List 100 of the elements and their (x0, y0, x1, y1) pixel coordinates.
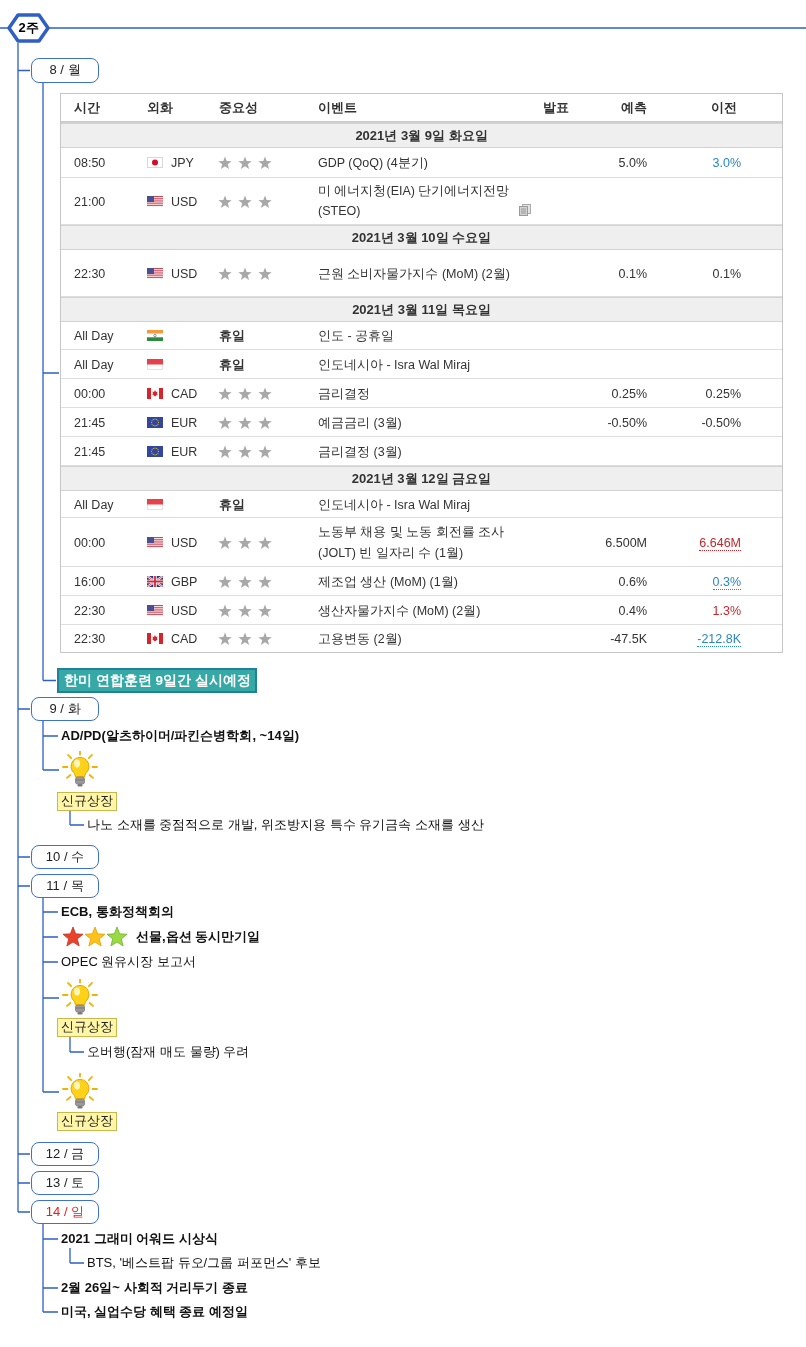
event-text: GDP (QoQ) (4분기) (318, 156, 428, 170)
lightbulb-icon (60, 979, 100, 1017)
column-header: 예측 (621, 100, 647, 115)
time-text: 22:30 (74, 632, 106, 646)
time-text: 00:00 (74, 386, 106, 401)
forecast-value: 0.6% (618, 574, 647, 589)
date-row: 2021년 3월 10일 수요일 (61, 225, 782, 250)
column-header: 중요성 (219, 100, 258, 115)
currency-code: JPY (171, 156, 194, 170)
connector-line (17, 42, 31, 1213)
forecast-value: 5.0% (618, 156, 647, 170)
event-text: 인도 - 공휴일 (318, 329, 395, 343)
lightbulb-icon (60, 1073, 100, 1111)
topic-text: 나노 소재를 중점적으로 개발, 위조방지용 특수 유기금속 소재를 생산 (85, 816, 484, 834)
forecast-value: 0.1% (618, 266, 647, 281)
event-text: 예금금리 (3월) (318, 415, 402, 430)
currency-code: EUR (171, 415, 198, 430)
currency-code: USD (171, 194, 198, 209)
date-row: 2021년 3월 9일 화요일 (61, 123, 782, 148)
currency-code: USD (171, 535, 198, 550)
previous-value: 0.25% (705, 386, 741, 401)
date-box: 13 / 토 (31, 1171, 99, 1195)
event-text: 생산자물가지수 (MoM) (2월) (318, 603, 481, 618)
forecast-value: 0.25% (611, 386, 647, 401)
connector-line (42, 720, 60, 771)
currency-code: GBP (171, 574, 198, 589)
topic-text: OPEC 원유시장 보고서 (59, 953, 197, 971)
previous-value: 0.3% (712, 574, 741, 590)
column-header: 이벤트 (318, 100, 357, 115)
holiday-label: 휴일 (219, 329, 245, 343)
event-text: 금리결정 (318, 386, 370, 401)
time-text: All Day (74, 329, 114, 343)
connector-line (69, 1036, 85, 1053)
column-header: 발표 (543, 100, 569, 115)
topic-text: 2월 26일~ 사회적 거리두기 종료 (59, 1279, 248, 1297)
event-text: 금리결정 (3월) (318, 444, 402, 459)
topic-text: AD/PD(알츠하이머/파킨슨병학회, ~14일) (59, 727, 299, 745)
previous-value: 1.3% (712, 603, 741, 618)
event-text: 노동부 채용 및 노동 회전률 조사 (JOLT) 빈 일자리 수 (1월) (318, 525, 505, 560)
forecast-value: 0.4% (618, 603, 647, 618)
event-text: 미 에너지청(EIA) 단기에너지전망(STEO) (318, 183, 511, 220)
currency-code: CAD (171, 386, 198, 401)
date-box: 12 / 금 (31, 1142, 99, 1166)
date-box: 9 / 화 (31, 697, 99, 721)
holiday-label: 휴일 (219, 357, 245, 372)
hexagon: 2주 (7, 13, 50, 43)
date-box: 11 / 목 (31, 874, 99, 898)
currency-code: EUR (171, 444, 198, 459)
previous-value: 3.0% (712, 156, 741, 170)
time-text: 21:45 (74, 444, 106, 459)
forecast-value: 6.500M (605, 535, 647, 550)
tag-box: 신규상장 (57, 1018, 117, 1037)
lightbulb-icon (60, 751, 100, 789)
date-row: 2021년 3월 12일 금요일 (61, 466, 782, 491)
currency-code: CAD (171, 632, 198, 646)
connector-line (42, 82, 60, 682)
connector-line (69, 810, 85, 826)
date-box: 14 / 일 (31, 1200, 99, 1224)
column-header: 이전 (711, 100, 737, 115)
previous-value: -0.50% (701, 415, 741, 430)
event-text: 근원 소비자물가지수 (MoM) (2월) (318, 266, 510, 281)
currency-code: USD (171, 603, 198, 618)
column-header: 시간 (74, 100, 100, 115)
topic-text: 2021 그래미 어워드 시상식 (59, 1230, 218, 1248)
connector-line (42, 1223, 59, 1313)
topic-text: BTS, '베스트팝 듀오/그룹 퍼포먼스' 후보 (85, 1254, 321, 1272)
data-table (60, 93, 783, 653)
topic-text: 미국, 실업수당 혜택 종료 예정일 (59, 1303, 249, 1321)
event-text: 고용변동 (2월) (318, 632, 402, 646)
time-text: 00:00 (74, 535, 106, 550)
previous-value: -212.8K (697, 632, 741, 647)
time-text: 21:45 (74, 415, 106, 430)
forecast-value: -47.5K (610, 632, 647, 646)
time-text: 22:30 (74, 266, 106, 281)
time-text: All Day (74, 357, 114, 372)
tag-box: 신규상장 (57, 792, 117, 811)
date-box: 8 / 월 (31, 58, 99, 83)
connector-line (42, 897, 60, 1093)
event-text: 인도네시아 - Isra Wal Miraj (318, 497, 471, 512)
topic-text: ECB, 통화정책회의 (59, 903, 174, 921)
currency-code: USD (171, 266, 198, 281)
tag-box: 신규상장 (57, 1112, 117, 1131)
previous-value: 6.646M (699, 535, 741, 551)
column-header: 외화 (147, 100, 173, 115)
time-text: 21:00 (74, 194, 106, 209)
topic-text: 선물,옵션 동시만기일 (136, 928, 261, 946)
time-text: 22:30 (74, 603, 106, 618)
highlight-box: 한미 연합훈련 9일간 실시예정 (57, 668, 257, 693)
time-text: All Day (74, 497, 114, 512)
forecast-value: -0.50% (607, 415, 647, 430)
time-text: 08:50 (74, 156, 106, 170)
connector-line (69, 1247, 85, 1264)
event-text: 인도네시아 - Isra Wal Miraj (318, 357, 471, 372)
topic-text: 오버행(잠재 매도 물량) 우려 (85, 1043, 250, 1061)
time-text: 16:00 (74, 574, 106, 589)
date-row: 2021년 3월 11일 목요일 (61, 297, 782, 322)
event-text: 제조업 생산 (MoM) (1월) (318, 574, 458, 589)
previous-value: 0.1% (712, 266, 741, 281)
date-box: 10 / 수 (31, 845, 99, 869)
holiday-label: 휴일 (219, 497, 245, 512)
